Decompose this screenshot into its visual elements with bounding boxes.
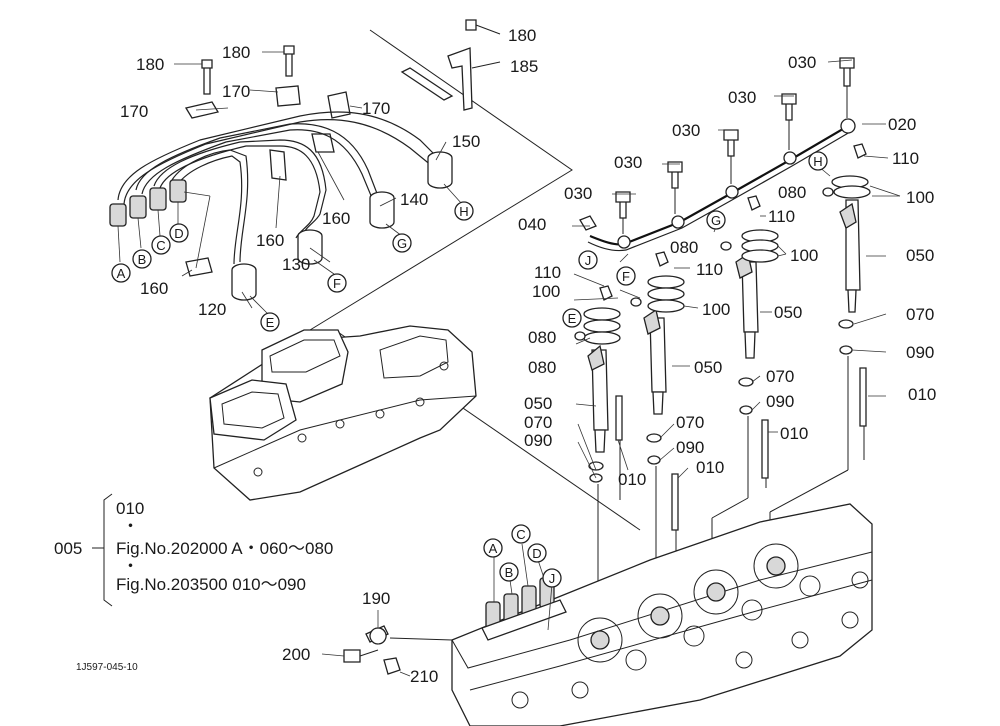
part-label: 185 [510, 57, 538, 76]
part-label: 070 [766, 367, 794, 386]
part-label: 010 [696, 458, 724, 477]
ref-letter: F [333, 276, 341, 291]
part-label: 090 [676, 438, 704, 457]
assembly-dot-1: ・ [122, 517, 139, 536]
part-label: 080 [528, 328, 556, 347]
reference-letter-callouts: A B C D E F G H J F G H E A B C D J [111, 151, 828, 588]
part-label: 030 [672, 121, 700, 140]
part-label: 150 [452, 132, 480, 151]
part-label: 160 [140, 279, 168, 298]
part-label: 170 [222, 82, 250, 101]
assembly-line-1: 010 [116, 499, 144, 518]
part-label: 050 [774, 303, 802, 322]
ref-letter: A [489, 541, 498, 556]
assembly-note: 005 010 ・ Fig.No.202000 A・060～080 ・ Fig.… [54, 499, 333, 594]
part-label: 130 [282, 255, 310, 274]
part-label: 080 [778, 183, 806, 202]
part-label: 090 [524, 431, 552, 450]
injection-pipe-assembly [109, 19, 641, 531]
part-label: 180 [508, 26, 536, 45]
ref-letter: J [549, 571, 556, 586]
assembly-number: 005 [54, 539, 82, 558]
part-label: 170 [362, 99, 390, 118]
part-label: 070 [524, 413, 552, 432]
part-label: 030 [788, 53, 816, 72]
part-label: 100 [532, 282, 560, 301]
part-label: 170 [120, 102, 148, 121]
part-label: 040 [518, 215, 546, 234]
part-label: 010 [618, 470, 646, 489]
part-label: 030 [614, 153, 642, 172]
part-label: 030 [728, 88, 756, 107]
ref-letter: D [532, 546, 541, 561]
part-label: 160 [256, 231, 284, 250]
ref-letter: G [397, 236, 407, 251]
injector-assembly [572, 57, 901, 600]
ref-letter: B [138, 252, 147, 267]
part-number-labels: 180 180 180 185 170 170 170 150 140 130 … [120, 26, 936, 686]
ref-letter: J [585, 253, 592, 268]
assembly-bracket [103, 493, 113, 607]
ref-letter: G [711, 213, 721, 228]
part-label: 050 [694, 358, 722, 377]
part-label: 030 [564, 184, 592, 203]
part-label: 090 [906, 343, 934, 362]
part-label: 010 [908, 385, 936, 404]
assembly-dot-2: ・ [122, 557, 139, 576]
part-label: 110 [696, 260, 723, 279]
part-label: 070 [676, 413, 704, 432]
part-label: 190 [362, 589, 390, 608]
part-label: 070 [906, 305, 934, 324]
ref-letter: F [622, 269, 630, 284]
ref-letter: H [813, 154, 822, 169]
ref-letter: D [174, 226, 183, 241]
part-label: 160 [322, 209, 350, 228]
ref-letter: C [516, 527, 525, 542]
part-label: 210 [410, 667, 438, 686]
ref-letter: A [117, 266, 126, 281]
part-label: 100 [702, 300, 730, 319]
part-label: 120 [198, 300, 226, 319]
part-label: 180 [222, 43, 250, 62]
part-label: 200 [282, 645, 310, 664]
ref-letter: B [505, 565, 514, 580]
ref-letter: E [266, 315, 275, 330]
part-label: 080 [670, 238, 698, 257]
assembly-line-2: Fig.No.202000 A・060～080 [116, 539, 333, 558]
part-label: 010 [780, 424, 808, 443]
part-label: 090 [766, 392, 794, 411]
ref-letter: C [156, 238, 165, 253]
part-label: 050 [906, 246, 934, 265]
glow-plug-lead-hardware [321, 610, 453, 677]
part-label: 050 [524, 394, 552, 413]
cylinder-head-outline [451, 503, 873, 726]
assembly-line-3: Fig.No.203500 010～090 [116, 575, 306, 594]
part-label: 020 [888, 115, 916, 134]
part-label: 110 [892, 149, 919, 168]
part-label: 100 [790, 246, 818, 265]
ref-letter: H [459, 204, 468, 219]
figure-code: 1J597-045-10 [76, 662, 138, 673]
part-label: 180 [136, 55, 164, 74]
part-label: 080 [528, 358, 556, 377]
part-label: 100 [906, 188, 934, 207]
part-label: 110 [768, 207, 795, 226]
ref-letter: E [568, 311, 577, 326]
part-label: 140 [400, 190, 428, 209]
intake-manifold-outline [209, 325, 477, 501]
part-label: 110 [534, 263, 561, 282]
